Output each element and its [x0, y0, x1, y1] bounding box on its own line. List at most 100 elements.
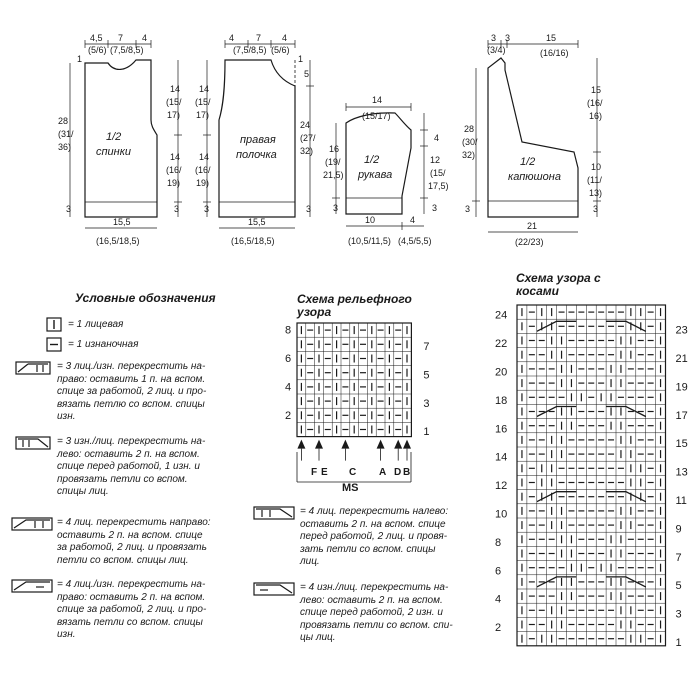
- back-top-3: 4: [142, 33, 147, 43]
- front-body-2: (16/: [195, 165, 211, 175]
- hood-height-3: 32): [462, 150, 475, 160]
- cable-row-left: 24: [495, 310, 507, 322]
- cable-row-left: 20: [495, 366, 507, 378]
- relief-row-right: 3: [423, 398, 429, 410]
- repeat-ms: MS: [342, 482, 359, 494]
- front-height-1: 24: [300, 120, 310, 130]
- sleeve-length-3: 17,5): [428, 181, 449, 191]
- back-top-sub-2: (7,5/8,5): [110, 45, 144, 55]
- cable-cross-left: [536, 405, 577, 418]
- legend-item-knit: = 1 лицевая: [68, 319, 124, 330]
- hood-upper-3: 16): [589, 111, 602, 121]
- cable-row-right: 19: [676, 381, 688, 393]
- hood-rib-left: 3: [465, 204, 470, 214]
- hood-upper-2: (16/: [587, 98, 603, 108]
- front-body-1: 14: [199, 152, 209, 162]
- sleeve-rib-left: 3: [333, 203, 338, 213]
- cable-4-right-icon: [11, 517, 53, 531]
- front-height-2: (27/: [300, 133, 316, 143]
- back-width-sub: (16,5/18,5): [96, 236, 140, 246]
- hood-top-3: 15: [546, 33, 556, 43]
- hood-width-sub: (22/23): [515, 237, 544, 247]
- cable-row-left: 10: [495, 508, 507, 520]
- cable-row-right: 3: [676, 609, 682, 621]
- front-rib-left: 3: [204, 204, 209, 214]
- front-armhole-1: 14: [199, 84, 209, 94]
- cable-cross-right: [606, 320, 646, 332]
- cable-cross-left: [536, 320, 577, 332]
- cable-row-right: 9: [676, 523, 682, 535]
- sleeve-height-2: (19/: [325, 157, 341, 167]
- cable-row-left: 18: [495, 395, 507, 407]
- cable-row-right: 11: [676, 495, 687, 507]
- cable-row-right: 7: [676, 552, 682, 564]
- relief-arrow-icon: [376, 439, 385, 449]
- back-armhole-2: (15/: [166, 97, 182, 107]
- back-rib-left: 3: [66, 204, 71, 214]
- front-label-1: правая: [240, 134, 276, 146]
- cable-row-left: 6: [495, 565, 501, 577]
- sleeve-rib-right: 3: [432, 203, 437, 213]
- sleeve-bottom-right: 4: [410, 215, 415, 225]
- legend-symbols: [11, 317, 295, 596]
- cable-row-right: 21: [676, 353, 688, 365]
- back-height-2: (31/: [58, 129, 74, 139]
- front-top-sub-2: (7,5/8,5): [233, 45, 267, 55]
- front-top-sub-3: (5/6): [271, 45, 290, 55]
- hood-label-2: капюшона: [508, 171, 561, 183]
- back-body-2: (16/: [166, 165, 182, 175]
- relief-row-left: 2: [285, 410, 291, 422]
- front-width: 15,5: [248, 217, 266, 227]
- relief-row-left: 6: [285, 353, 291, 365]
- relief-row-left: 8: [285, 325, 291, 337]
- back-body-1: 14: [170, 152, 180, 162]
- legend-item-cable4-right: = 4 лиц. перекрестить направо: оставить …: [57, 517, 211, 566]
- sleeve-height-3: 21,5): [323, 170, 344, 180]
- cable-cross-right: [606, 405, 646, 418]
- hood-width: 21: [527, 221, 537, 231]
- hood-outline: [487, 57, 579, 218]
- back-top-1: 4,5: [90, 33, 103, 43]
- relief-arrow-icon: [403, 439, 411, 449]
- back-outline: [84, 59, 158, 218]
- front-armhole-2: (15/: [195, 97, 211, 107]
- back-armhole-3: 17): [167, 110, 180, 120]
- sleeve-bottom-right-sub: (4,5/5,5): [398, 236, 432, 246]
- relief-chart-title-1: Схема рельефного: [297, 292, 412, 306]
- front-top-3: 4: [282, 33, 287, 43]
- marker-e: E: [321, 467, 328, 478]
- sleeve-length-1: 12: [430, 155, 440, 165]
- legend-title: Условные обозначения: [75, 291, 216, 305]
- cable-row-right: 17: [676, 410, 688, 422]
- back-height-3: 36): [58, 142, 71, 152]
- cable-row-right: 1: [676, 637, 682, 649]
- hood-top-sub-3: (16/16): [540, 48, 569, 58]
- sleeve-top-sub: (15/17): [362, 111, 391, 121]
- knit-symbol-icon: [46, 317, 62, 332]
- cable-cross-right: [606, 491, 646, 503]
- hood-height-1: 28: [464, 124, 474, 134]
- front-label-2: полочка: [236, 149, 277, 161]
- legend-item-purl: = 1 изнаночная: [68, 339, 139, 350]
- back-top-sub-1: (5/6): [88, 45, 107, 55]
- hood-top-1: 3: [491, 33, 496, 43]
- hood-top-2: 3: [505, 33, 510, 43]
- front-top-2: 7: [256, 33, 261, 43]
- legend-item-cable3-right: = 3 лиц./изн. перекрестить на- право: ос…: [57, 361, 207, 422]
- sleeve-bottom-left: 10: [365, 215, 375, 225]
- back-label-2: спинки: [96, 146, 131, 158]
- front-schematic: 4 7 4 (7,5/8,5) (5/6) 1 14 (15/ 17) 14 (…: [195, 33, 316, 246]
- legend-item-cable4-right-purl: = 4 лиц./изн. перекрестить на- право: ос…: [57, 579, 207, 640]
- front-top-1: 4: [229, 33, 234, 43]
- cable-row-left: 12: [495, 480, 507, 492]
- relief-arrow-icon: [297, 439, 306, 449]
- hood-schematic: 3 3 15 (3/4) (16/16) 28 (30/ 32) 3 15 (1…: [462, 33, 603, 247]
- relief-row-right: 5: [423, 369, 429, 381]
- relief-row-left: 4: [285, 381, 291, 393]
- front-outline: [218, 59, 296, 218]
- legend-item-cable4-left: = 4 лиц. перекрестить налево: оставить 2…: [300, 506, 449, 567]
- cable-row-left: 22: [495, 338, 507, 350]
- back-rib-right: 3: [174, 204, 179, 214]
- hood-lower-3: 13): [589, 188, 602, 198]
